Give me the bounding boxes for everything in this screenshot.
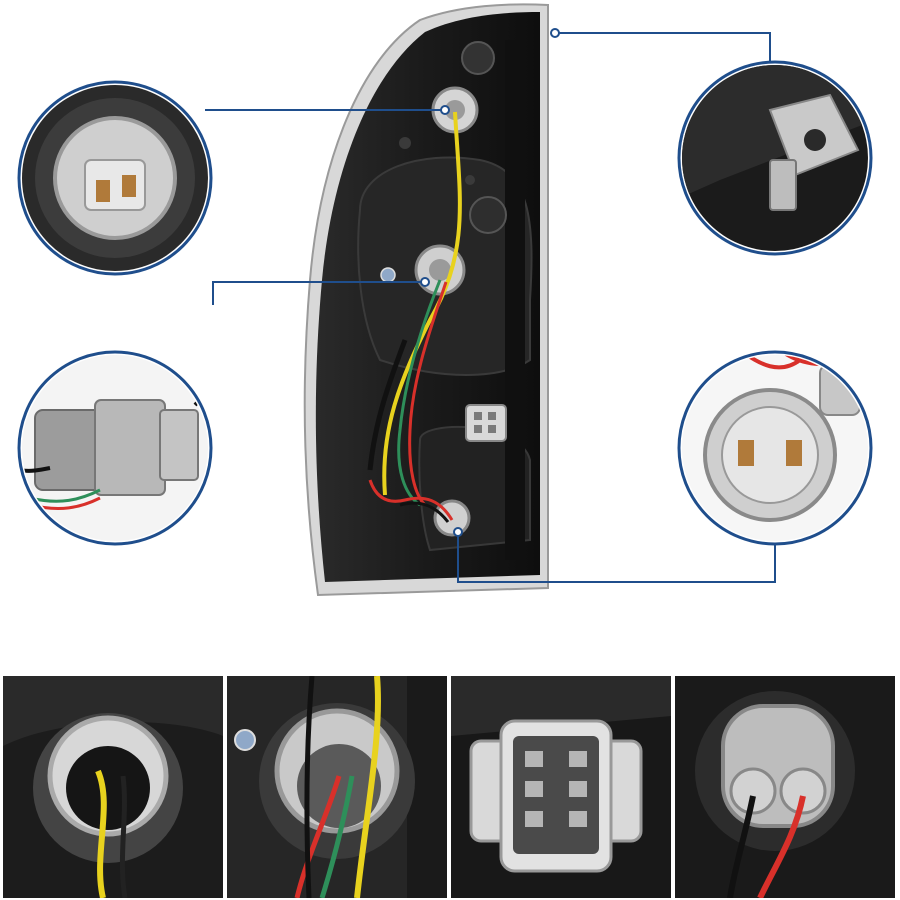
tail-light-housing	[303, 3, 549, 597]
leader-end-dots	[420, 28, 560, 537]
callout-socket-middle	[17, 350, 213, 546]
thumb-connector	[451, 676, 671, 898]
thumb-socket-yellow	[3, 676, 223, 898]
callout-socket-top	[17, 80, 213, 276]
thumb-socket-red	[675, 676, 895, 898]
thumb-socket-multiwire	[227, 676, 447, 898]
callout-socket-bottom	[677, 350, 873, 546]
callout-leader-lines	[205, 32, 776, 583]
callout-mount-tab	[677, 60, 873, 256]
